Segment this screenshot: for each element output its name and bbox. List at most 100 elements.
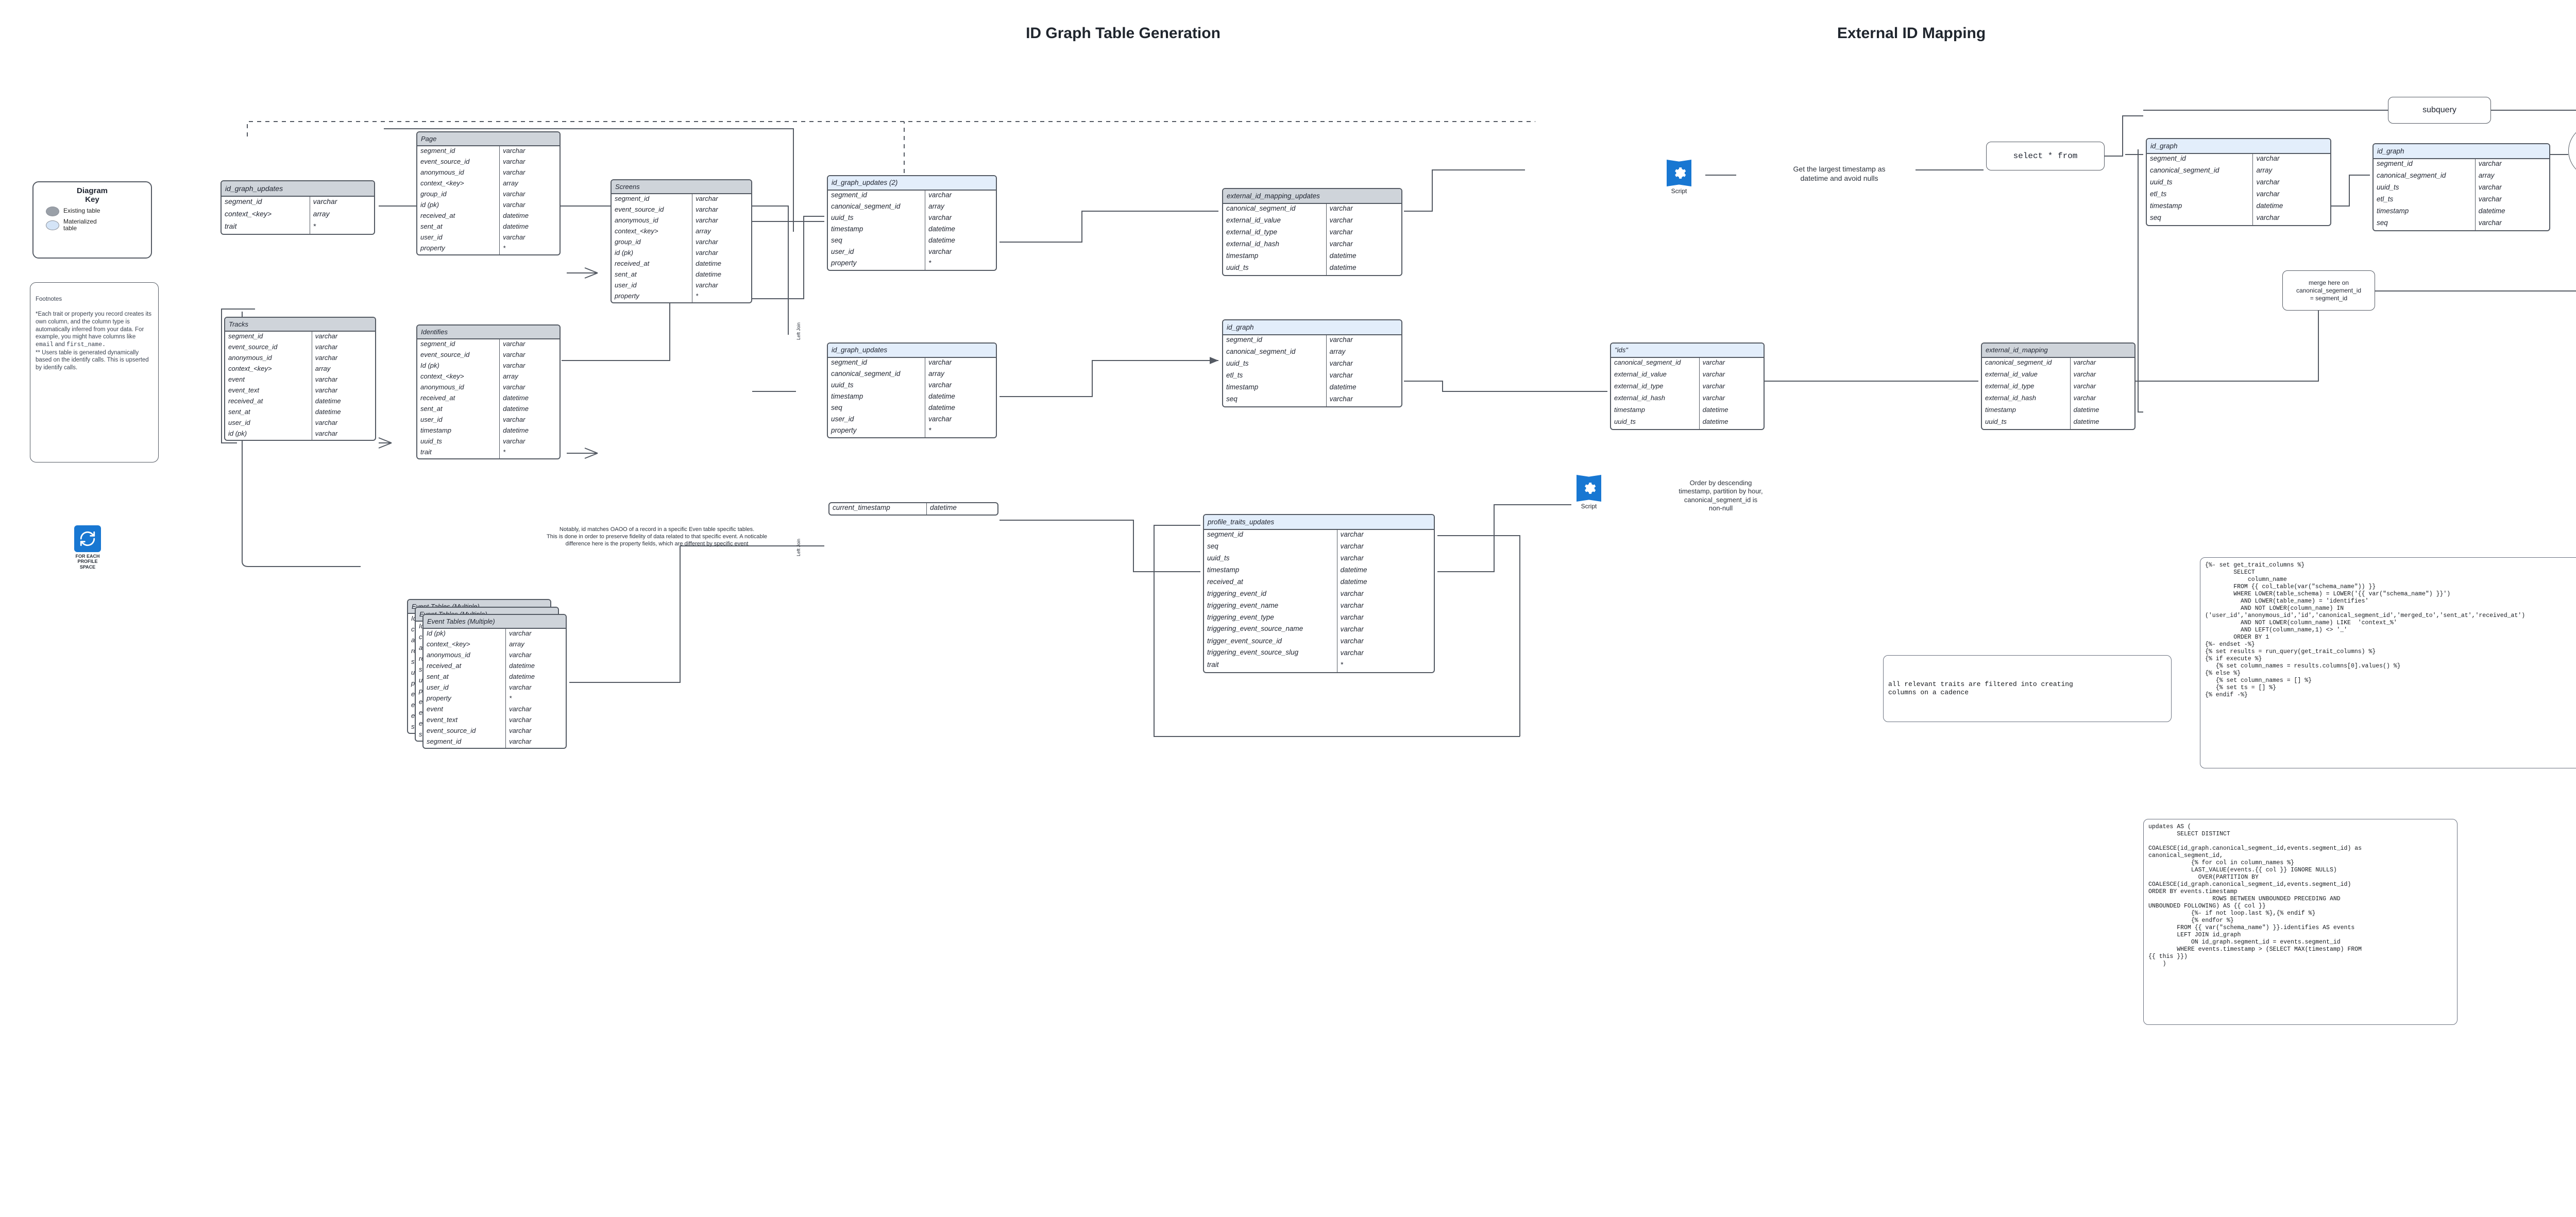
table-row[interactable]: id (pk)varchar bbox=[417, 200, 560, 211]
script-node-largest-timestamp[interactable]: Script bbox=[1667, 160, 1691, 195]
union-node[interactable]: Union bbox=[2568, 123, 2576, 179]
table-row[interactable]: Id (pk)varchar bbox=[423, 629, 566, 640]
pill-select-star[interactable]: select * from bbox=[1986, 142, 2105, 170]
table-row[interactable]: context_<key>array bbox=[417, 372, 560, 383]
script-node-order-descending[interactable]: Script bbox=[1577, 475, 1601, 510]
table-row[interactable]: trait* bbox=[1204, 660, 1434, 672]
table-row[interactable]: property* bbox=[423, 694, 566, 705]
table-row[interactable]: context_<key>array bbox=[417, 179, 560, 190]
table-row[interactable]: id (pk)varchar bbox=[612, 248, 751, 259]
table-row[interactable]: context_<key>array bbox=[423, 640, 566, 650]
pill-subquery[interactable]: subquery bbox=[2388, 97, 2491, 124]
table-row[interactable]: context_<key>array bbox=[225, 364, 375, 375]
table-row[interactable]: trait* bbox=[222, 221, 374, 234]
table-row[interactable]: property* bbox=[828, 259, 996, 270]
table-row[interactable]: trait* bbox=[417, 448, 560, 458]
pill-merge-here[interactable]: merge here on canonical_segement_id = se… bbox=[2282, 270, 2375, 311]
